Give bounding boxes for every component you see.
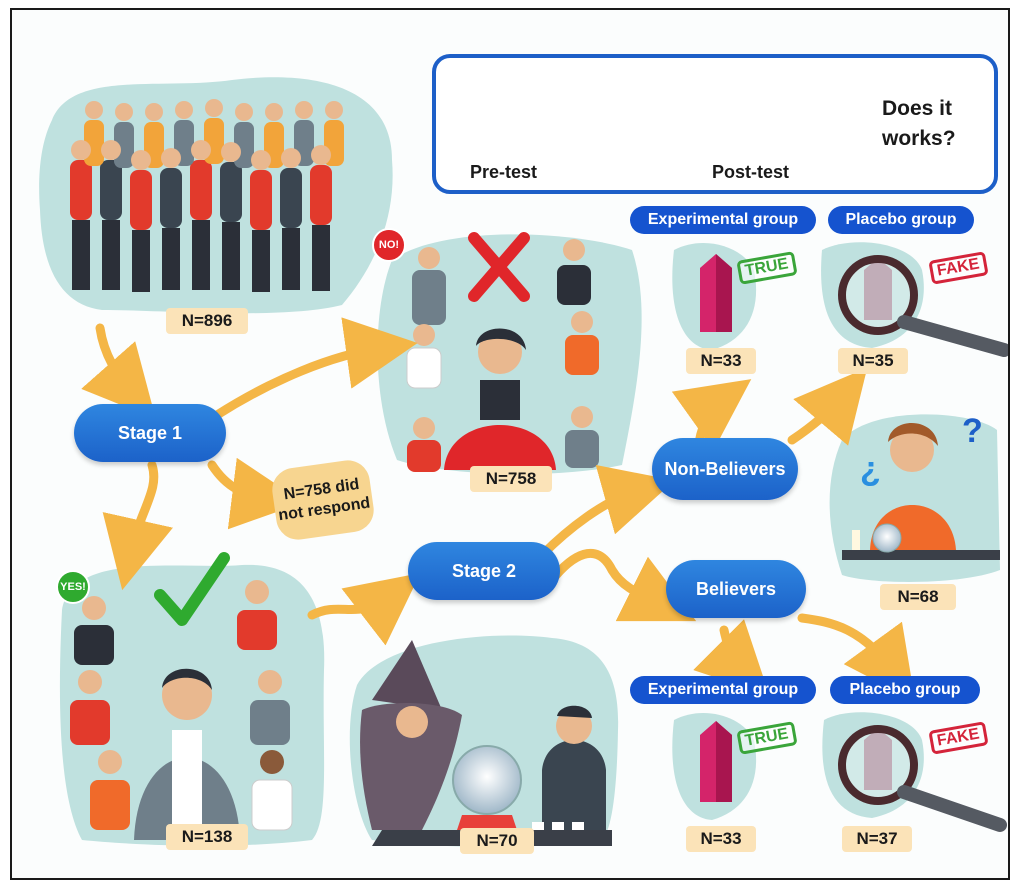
- population-count: N=896: [166, 308, 248, 334]
- experimental-count-bottom: N=33: [686, 826, 756, 852]
- non-believers-count: N=68: [880, 584, 956, 610]
- accepted-illustration: [70, 552, 293, 840]
- experimental-crystal-top: [672, 242, 757, 350]
- crowd-illustration: [70, 99, 344, 292]
- experimental-group-tag-bottom: Experimental group: [630, 676, 816, 704]
- stage-2-node: Stage 2: [408, 542, 560, 600]
- no-sign: NO!: [372, 228, 406, 262]
- yes-sign: YES!: [56, 570, 90, 604]
- declined-illustration: [406, 232, 599, 472]
- placebo-count-top: N=35: [838, 348, 908, 374]
- accepted-count: N=138: [166, 824, 248, 850]
- question-text: Does it works?: [882, 97, 956, 150]
- experimental-crystal-bottom: [672, 712, 757, 820]
- header-box: [432, 54, 998, 194]
- placebo-group-tag-top: Placebo group: [828, 206, 974, 234]
- experimental-group-tag-top: Experimental group: [630, 206, 816, 234]
- experimental-count-top: N=33: [686, 348, 756, 374]
- declined-count: N=758: [470, 466, 552, 492]
- placebo-count-bottom: N=37: [842, 826, 912, 852]
- fortune-count: N=70: [460, 828, 534, 854]
- svg-text:¿: ¿: [860, 450, 881, 488]
- pre-test-label: Pre-test: [470, 162, 538, 182]
- post-test-label: Post-test: [712, 162, 790, 182]
- svg-text:?: ?: [962, 412, 983, 450]
- placebo-magnifier-bottom: [822, 712, 1007, 832]
- placebo-magnifier-top: [821, 242, 1008, 357]
- diagram-artwork: ¿ ?: [39, 66, 1008, 847]
- no-response-note: N=758 did not respond: [269, 457, 377, 543]
- placebo-group-tag-bottom: Placebo group: [830, 676, 980, 704]
- non-believers-node: Non-Believers: [652, 438, 798, 500]
- thinker-illustration: ¿ ?: [842, 412, 1000, 560]
- stage-1-node: Stage 1: [74, 404, 226, 462]
- diagram-frame: ¿ ?: [10, 8, 1010, 880]
- believers-node: Believers: [666, 560, 806, 618]
- flow-arrows: [81, 317, 916, 702]
